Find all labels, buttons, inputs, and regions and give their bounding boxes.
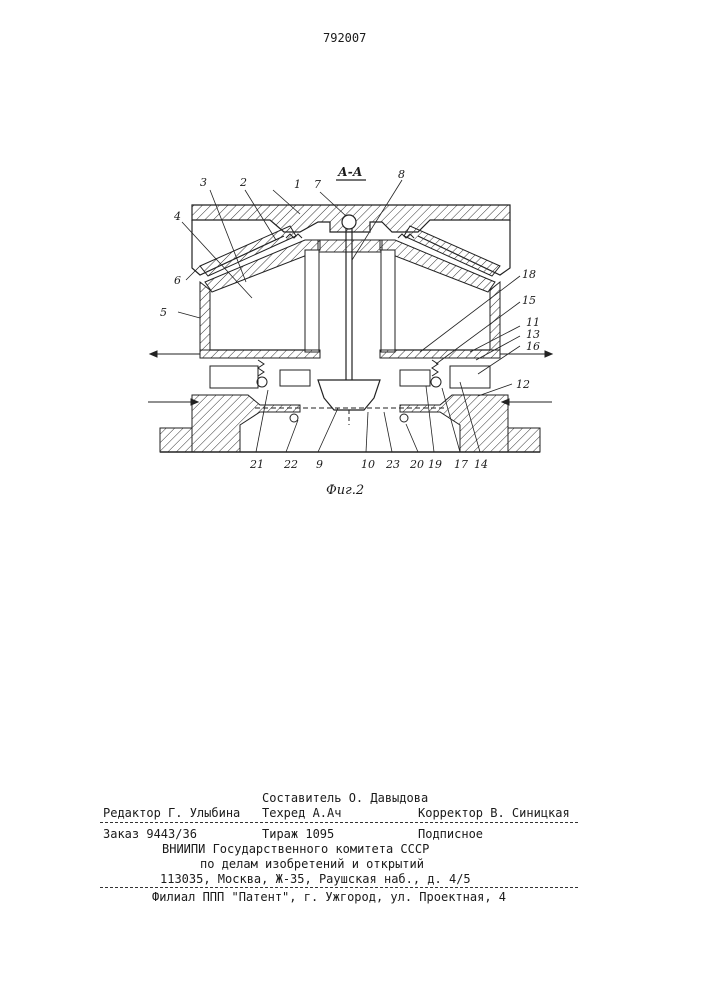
footer-divider-1 [100,822,578,823]
techred-line: Техред А.Ач [262,806,341,820]
label-14: 14 [474,458,488,471]
footer-divider-2 [100,887,578,888]
label-23: 23 [385,458,400,471]
label-22: 22 [283,458,298,471]
label-9: 9 [316,458,323,471]
central-rod [318,215,382,380]
label-2: 2 [239,176,247,189]
label-20: 20 [409,458,424,471]
label-15: 15 [522,294,536,307]
subscription-line: Подписное [418,827,483,841]
technical-drawing: А-А [0,0,707,520]
branch-line: Филиал ППП "Патент", г. Ужгород, ул. Про… [152,890,506,904]
label-5: 5 [160,306,167,319]
label-12: 12 [516,378,530,391]
label-19: 19 [428,458,442,471]
org-line-1: ВНИИПИ Государственного комитета СССР [162,842,429,856]
label-4: 4 [173,210,181,223]
corrector-line: Корректор В. Синицкая [418,806,570,820]
compiler-line: Составитель О. Давыдова [262,791,428,805]
address-line: 113035, Москва, Ж-35, Раушская наб., д. … [160,872,471,886]
label-17: 17 [454,458,468,471]
label-8: 8 [398,168,405,181]
label-16: 16 [526,340,540,353]
editor-line: Редактор Г. Улыбина [103,806,240,820]
inclined-plates [200,226,500,292]
order-line: Заказ 9443/36 [103,827,197,841]
org-line-2: по делам изобретений и открытий [200,857,424,871]
figure-caption: Фиг.2 [326,483,364,498]
central-cup [318,380,380,425]
label-3: 3 [200,176,207,189]
label-21: 21 [249,458,264,471]
label-1: 1 [294,178,301,191]
section-label: А-А [337,165,363,179]
circulation-line: Тираж 1095 [262,827,334,841]
label-7: 7 [314,178,321,191]
label-6: 6 [174,274,181,287]
label-10: 10 [361,458,375,471]
label-18: 18 [522,268,536,281]
